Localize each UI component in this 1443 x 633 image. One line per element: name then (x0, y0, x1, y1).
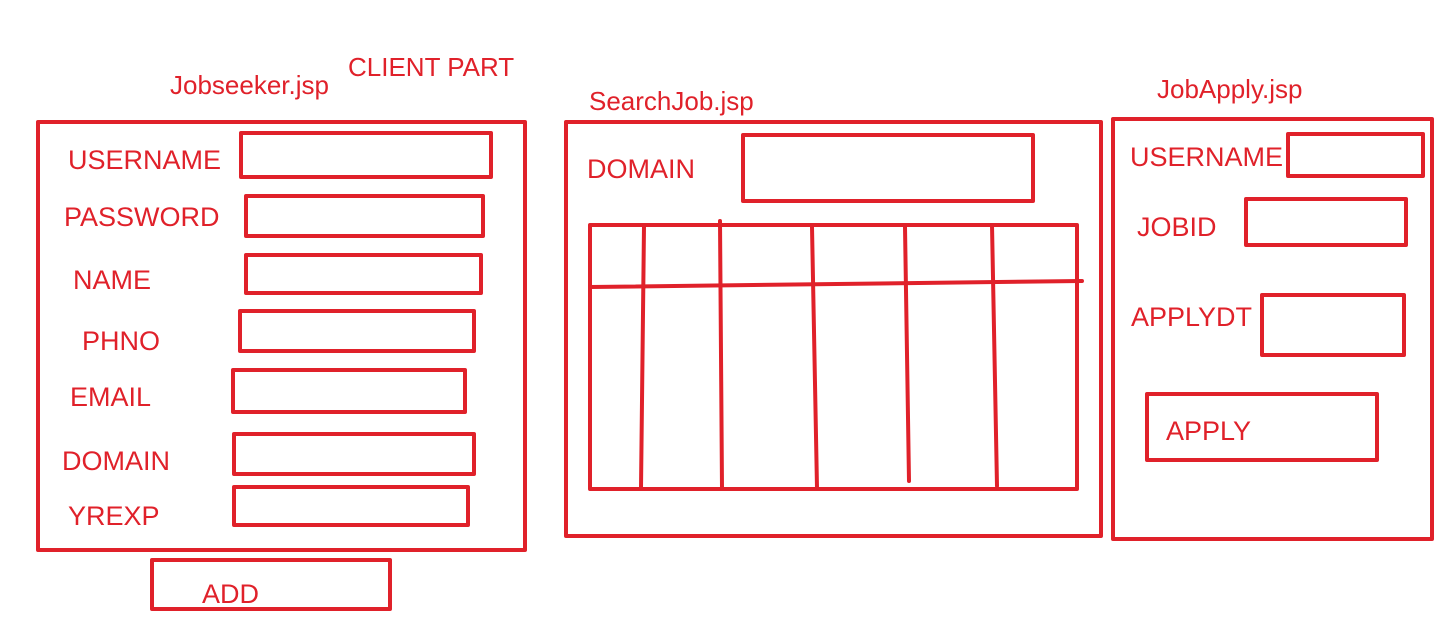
client-part-label: CLIENT PART (348, 52, 515, 82)
apply-button-label[interactable]: APPLY (1166, 416, 1252, 446)
password-input[interactable] (244, 194, 485, 238)
table-header-divider (588, 279, 1084, 289)
email-input[interactable] (231, 368, 467, 414)
jobseeker-panel (36, 120, 527, 552)
table-column-divider (990, 223, 999, 488)
yrexp-label: YREXP (68, 501, 160, 531)
jobseeker-title: Jobseeker.jsp (170, 70, 329, 100)
domain-label: DOMAIN (62, 446, 170, 476)
searchjob-panel (564, 120, 1103, 538)
search-domain-input[interactable] (741, 133, 1035, 203)
username-label: USERNAME (68, 145, 222, 175)
jobid-input[interactable] (1244, 197, 1408, 247)
password-label: PASSWORD (64, 202, 220, 232)
yrexp-input[interactable] (232, 485, 470, 527)
searchjob-title: SearchJob.jsp (589, 86, 754, 116)
domain-input[interactable] (232, 432, 476, 476)
phno-input[interactable] (238, 309, 476, 353)
results-table (588, 223, 1079, 491)
apply-button[interactable] (1145, 392, 1379, 462)
jobapply-title: JobApply.jsp (1157, 74, 1303, 104)
applydt-label: APPLYDT (1131, 302, 1253, 332)
name-input[interactable] (244, 253, 483, 295)
email-label: EMAIL (70, 382, 152, 412)
jobapply-panel (1111, 117, 1434, 541)
add-button[interactable] (150, 558, 392, 611)
username-input[interactable] (239, 131, 493, 179)
search-domain-label: DOMAIN (587, 154, 695, 184)
jobid-label: JOBID (1137, 212, 1217, 242)
phno-label: PHNO (82, 326, 161, 356)
table-column-divider (810, 225, 819, 490)
apply-username-input[interactable] (1286, 132, 1425, 178)
apply-username-label: USERNAME (1130, 142, 1284, 172)
applydt-input[interactable] (1260, 293, 1406, 357)
name-label: NAME (73, 265, 152, 295)
table-column-divider (718, 219, 724, 490)
table-column-divider (639, 224, 646, 490)
table-column-divider (903, 225, 911, 483)
add-button-label[interactable]: ADD (202, 579, 260, 609)
